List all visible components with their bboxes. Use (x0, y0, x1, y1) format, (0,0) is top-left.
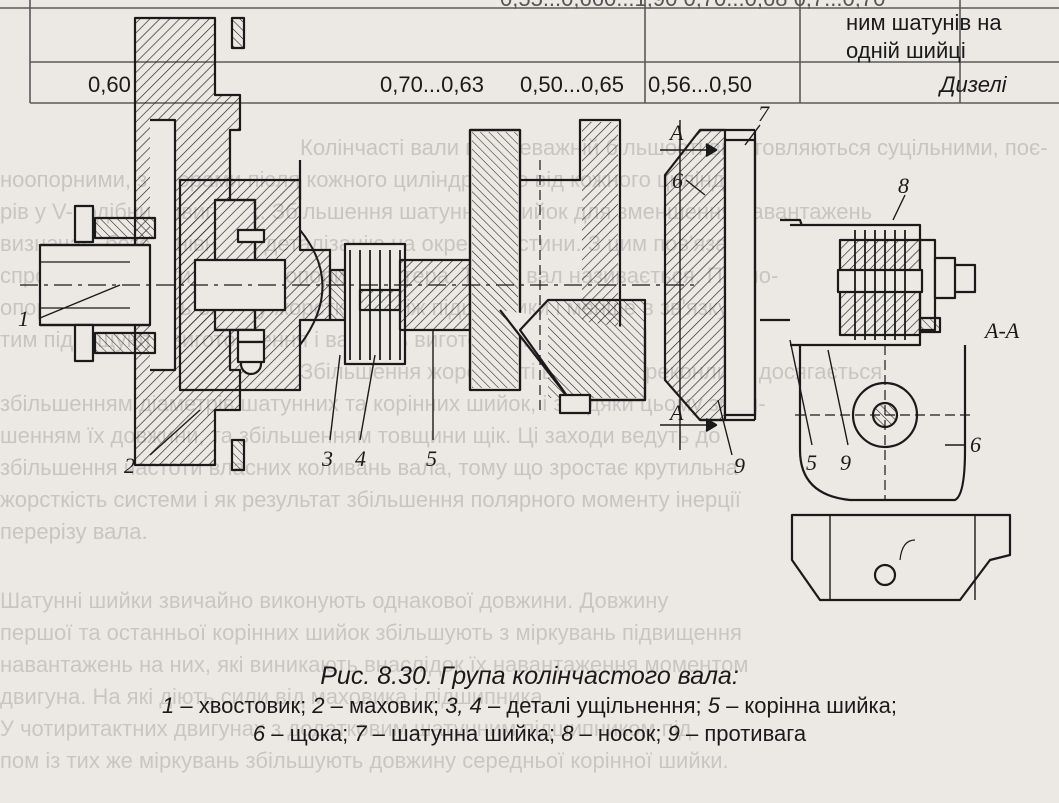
callout-1-tail: 1 (18, 306, 29, 331)
caption-legend-line-2: 6 – щока; 7 – шатунна шийка; 8 – носок; … (0, 720, 1059, 748)
callout-5-main-journal: 5 (426, 446, 437, 471)
callout-4-seal: 4 (355, 446, 366, 471)
callout-8-nose: 8 (898, 173, 909, 198)
bg-line: У чотиритактних двигунах з додатковим ша… (0, 716, 692, 741)
table-cell-value-1: 0,56...0,50 (648, 72, 752, 97)
table-cell-value-4: 0,60 (88, 72, 131, 97)
section-title-a-a: А-А (985, 318, 1020, 343)
legend-num: 2 (312, 693, 325, 718)
legend-text: – шатунна шийка; (366, 721, 562, 746)
figure-caption: Рис. 8.30. Група колінчастого вала: 1 – … (0, 660, 1059, 748)
callout-3-seal: 3 (322, 446, 333, 471)
callout-9-counterweight-b: 9 (840, 450, 851, 475)
shaft-hub (178, 178, 332, 392)
crank-web-right (663, 120, 812, 450)
legend-text: – хвостовик; (174, 693, 313, 718)
callout-6-web-b: 6 (970, 432, 981, 457)
section-marker-a-top: А (670, 120, 684, 145)
legend-text: – щока; (265, 721, 355, 746)
callout-7-crank-pin: 7 (758, 101, 769, 126)
shaft-nose (790, 223, 977, 347)
legend-num: 1 (162, 693, 175, 718)
crankshaft-assembly-drawing (20, 16, 1012, 602)
legend-text: – деталі ущільнення; (481, 693, 708, 718)
table-cell-value-2: 0,50...0,65 (520, 72, 624, 97)
legend-text: – корінна шийка; (719, 693, 897, 718)
bg-line: пом із тих же міркувань збільшують довжи… (0, 748, 729, 773)
section-a-a-view (790, 330, 1012, 602)
callout-5-main-journal-b: 5 (806, 450, 817, 475)
bg-line: двигуна. На які діють сили від маховика … (0, 684, 562, 709)
seal-parts (299, 229, 407, 366)
bg-line: перерізу вала. (0, 519, 148, 544)
bg-line: навантажень на них, які виникають внаслі… (0, 652, 749, 677)
data-table-fragment: 0,55...0,660...1,90 0,70...0,68 0,7...0,… (0, 0, 1059, 106)
legend-num: 8 (561, 721, 574, 746)
callout-2-flywheel: 2 (124, 453, 135, 478)
caption-title: Рис. 8.30. Група колінчастого вала: (320, 662, 739, 690)
bg-line: Колінчасті вали в переважній більшості в… (300, 135, 1048, 160)
bg-line: збільшення частоти власних коливань вала… (0, 455, 738, 480)
caption-legend-line-1: 1 – хвостовик; 2 – маховик; 3, 4 – детал… (0, 692, 1059, 720)
table-row-label-1: ним шатунів на (846, 10, 1002, 35)
shaft-tail (38, 204, 157, 363)
table-row-top-text: 0,55...0,660...1,90 0,70...0,68 0,7...0,… (500, 0, 885, 12)
bg-line: жорсткість системи і як результат збільш… (0, 487, 741, 512)
bg-line: ноопорними, з опорами після кожного цилі… (0, 167, 749, 192)
background-body-text-lower: Шатунні шийки звичайно виконують однаков… (0, 585, 1059, 777)
legend-num: 3, 4 (445, 693, 482, 718)
callout-9-counterweight: 9 (734, 453, 745, 478)
legend-text: – противага (679, 721, 807, 746)
crank-web-left (468, 118, 647, 415)
table-cell-value-3: 0,70...0,63 (380, 72, 484, 97)
legend-text: – маховик; (324, 693, 446, 718)
section-marker-a-bottom: А (670, 400, 684, 425)
bg-line: першої та останньої корінних шийок збіль… (0, 620, 742, 645)
callout-6-web: 6 (672, 168, 683, 193)
legend-num: 5 (707, 693, 720, 718)
legend-num: 6 (252, 721, 266, 746)
legend-num: 7 (354, 721, 367, 746)
legend-text: – носок; (573, 721, 668, 746)
table-row-label-3: Дизелі (940, 72, 1007, 97)
legend-num: 9 (667, 721, 680, 746)
bg-line: Шатунні шийки звичайно виконують однаков… (0, 588, 669, 613)
table-row-label-2: одній шийці (846, 38, 966, 63)
